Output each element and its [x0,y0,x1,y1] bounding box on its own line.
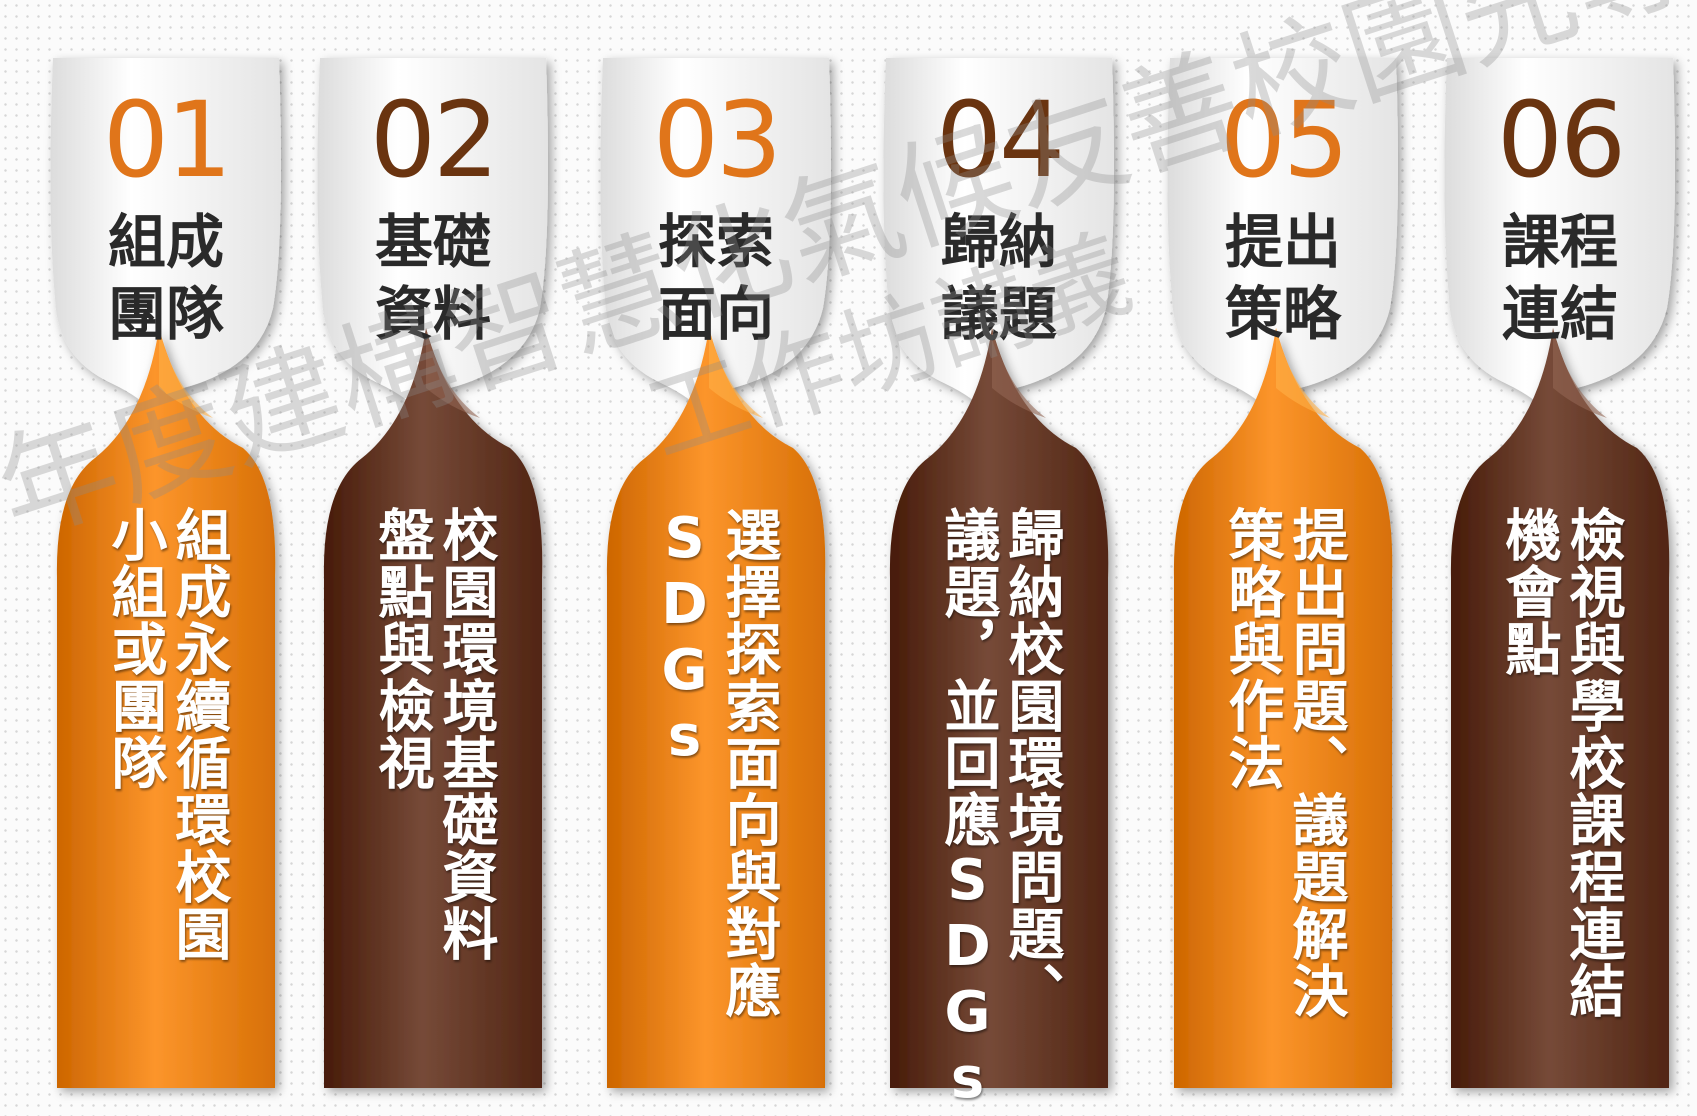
ribbon-cap [600,58,831,418]
step-1: 01 組成 團隊 組成永續循環校園 小組或團隊 [33,58,299,1088]
ribbon-body [1450,328,1670,1088]
step-title-line1: 基礎 [374,208,491,276]
step-title: 組成 團隊 [33,206,299,350]
ribbon-fold [159,328,213,418]
step-description: 校園環境基礎資料 盤點與檢視 [369,506,498,962]
ribbon-3 [600,58,831,1088]
ribbon-cap [317,58,548,418]
step-description: 歸納校園環境問題、 議題，並回應SDGs [935,506,1064,1112]
ribbon-6 [1444,58,1675,1088]
step-title-line2: 團隊 [107,280,224,348]
step-title: 基礎 資料 [300,206,566,350]
ribbon-fold [426,328,480,418]
ribbon-cap [1167,58,1398,418]
step-description-line2: 小組或團隊 [102,506,167,791]
step-title-line1: 課程 [1501,208,1618,276]
ribbon-fold [1553,328,1607,418]
ribbon-fold [1276,328,1330,418]
step-3: 03 探索 面向 選擇探索面向與對應 SDGs [583,58,849,1088]
step-title: 課程 連結 [1427,206,1693,350]
step-description-line1: 檢視與學校課程連結 [1560,506,1625,1019]
ribbon-2 [317,58,548,1088]
step-title-line2: 連結 [1501,280,1618,348]
step-title: 提出 策略 [1150,206,1416,350]
ribbon-body [889,328,1109,1088]
step-description-line1: 歸納校園環境問題、 [999,506,1064,1019]
step-description: 提出問題、議題解決 策略與作法 [1219,506,1348,1019]
ribbon-cap [883,58,1114,418]
ribbon-cap [50,58,281,418]
step-description-line2: 議題，並回應SDGs [935,506,1000,1112]
step-6: 06 課程 連結 檢視與學校課程連結 機會點 [1427,58,1693,1088]
ribbon-fold [709,328,763,418]
step-title: 探索 面向 [583,206,849,350]
step-title-line2: 議題 [940,280,1057,348]
step-title-line1: 提出 [1224,208,1341,276]
step-description-line1: 選擇探索面向與對應 [716,506,781,1019]
step-number: 02 [369,79,499,201]
ribbon-body [1173,328,1393,1088]
step-description: 組成永續循環校園 小組或團隊 [102,506,231,962]
step-description-line1: 組成永續循環校園 [166,506,231,962]
ribbon-body [323,328,543,1088]
step-title: 歸納 議題 [866,206,1132,350]
step-title-line1: 歸納 [940,208,1057,276]
step-title-line2: 面向 [657,280,774,348]
step-description: 選擇探索面向與對應 SDGs [652,506,781,1019]
step-description-line2: SDGs [652,506,717,770]
step-description-line1: 提出問題、議題解決 [1283,506,1348,1019]
ribbon-1 [50,58,281,1088]
step-description: 檢視與學校課程連結 機會點 [1496,506,1625,1019]
step-title-line1: 組成 [107,208,224,276]
step-4: 04 歸納 議題 歸納校園環境問題、 議題，並回應SDGs [866,58,1132,1112]
ribbon-fold [992,328,1046,418]
step-title-line1: 探索 [657,208,774,276]
step-description-line2: 盤點與檢視 [369,506,434,791]
step-title-line2: 策略 [1224,280,1341,348]
step-description-line2: 機會點 [1496,506,1561,677]
step-2: 02 基礎 資料 校園環境基礎資料 盤點與檢視 [300,58,566,1088]
step-number: 06 [1496,79,1626,201]
step-number: 04 [935,79,1065,201]
step-title-line2: 資料 [374,280,491,348]
step-5: 05 提出 策略 提出問題、議題解決 策略與作法 [1150,58,1416,1088]
step-description-line2: 策略與作法 [1219,506,1284,791]
ribbon-cap [1444,58,1675,418]
ribbon-5 [1167,58,1398,1088]
ribbon-body [606,328,826,1088]
step-description-line1: 校園環境基礎資料 [433,506,498,962]
step-number: 01 [102,79,232,201]
step-number: 03 [652,79,782,201]
ribbon-body [56,328,276,1088]
ribbon-4 [883,58,1114,1088]
step-number: 05 [1219,79,1349,201]
